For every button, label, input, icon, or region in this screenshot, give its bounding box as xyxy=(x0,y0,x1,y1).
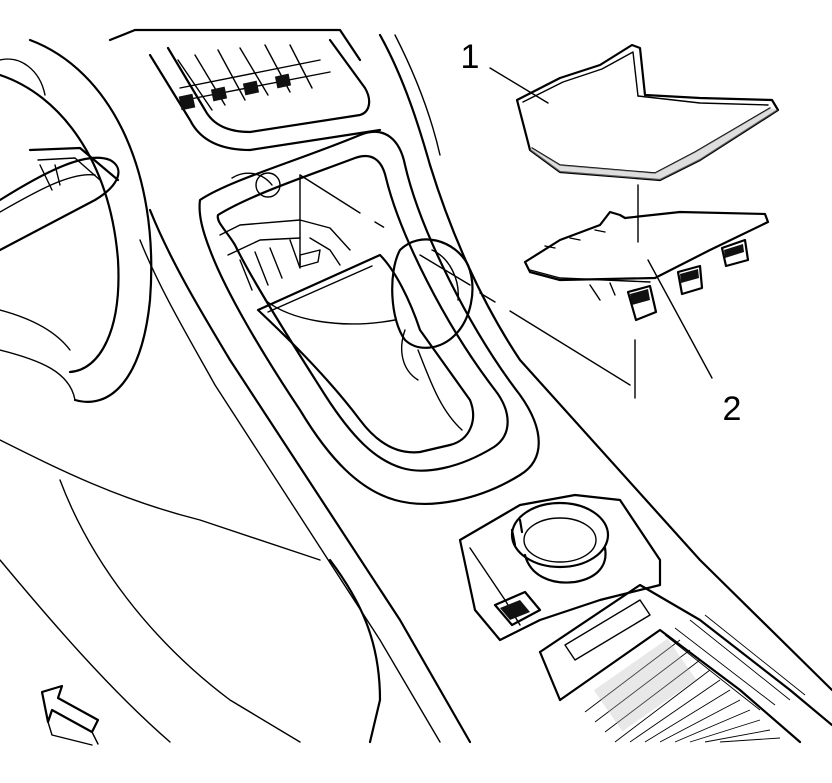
part-2-bracket xyxy=(523,210,770,322)
assembly-guide-lines xyxy=(299,174,639,399)
center-console xyxy=(0,130,832,744)
callout-leaders xyxy=(489,67,713,379)
part-1-trim-plate xyxy=(515,43,780,182)
instrument-panel xyxy=(108,28,441,167)
callout-number-2: 2 xyxy=(723,390,742,428)
callout-number-1: 1 xyxy=(461,38,480,76)
front-direction-arrow-icon xyxy=(40,684,100,746)
cupholder-area xyxy=(458,493,832,744)
steering-wheel xyxy=(0,38,153,403)
